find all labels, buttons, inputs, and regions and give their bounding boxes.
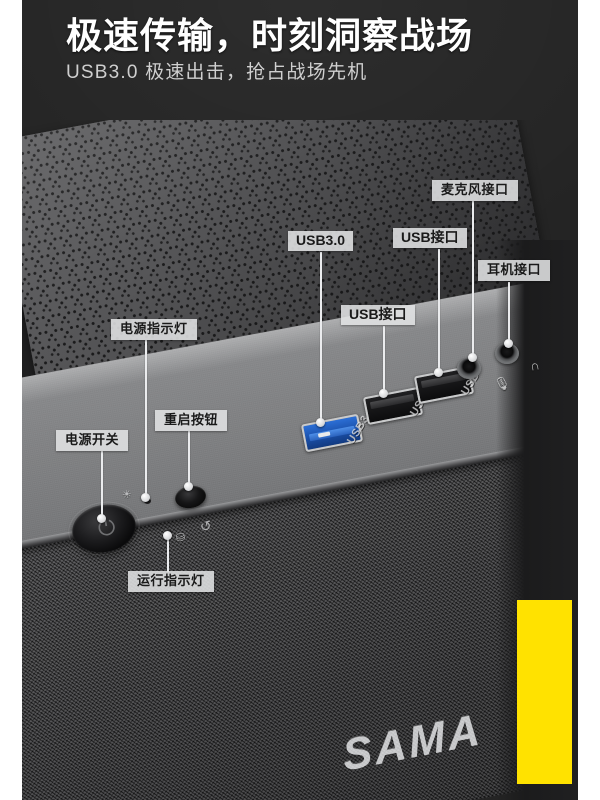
- leader-dot-mic-port: [468, 353, 477, 362]
- leader-dot-power-led: [141, 493, 150, 502]
- leader-dot-usb-port-top: [434, 368, 443, 377]
- leader-dot-usb3-port: [316, 418, 325, 427]
- microphone-icon: 🎙: [492, 374, 512, 393]
- callout-activity-led: 运行指示灯: [128, 571, 214, 592]
- page-title: 极速传输，时刻洞察战场: [66, 15, 474, 56]
- leader-dot-power-switch: [97, 514, 106, 523]
- leader-line-activity-led: [167, 536, 169, 572]
- leader-line-usb-port-mid: [383, 326, 385, 396]
- leader-dot-activity-led: [163, 531, 172, 540]
- leader-dot-reset-button: [184, 482, 193, 491]
- callout-power-led: 电源指示灯: [111, 319, 197, 340]
- leader-line-usb3-port: [320, 252, 322, 422]
- yellow-accent-block: [517, 600, 572, 784]
- callout-usb3-port: USB3.0: [288, 231, 354, 251]
- leader-line-usb-port-top: [438, 249, 440, 374]
- callout-headphone-port: 耳机接口: [478, 260, 551, 281]
- leader-dot-usb-port-mid: [379, 389, 388, 398]
- leader-dot-headphone-port: [504, 339, 513, 348]
- page-subtitle: USB3.0 极速出击，抢占战场先机: [66, 62, 368, 83]
- microphone-jack[interactable]: [457, 358, 481, 379]
- callout-mic-port: 麦克风接口: [432, 180, 518, 201]
- leader-line-power-switch: [101, 451, 103, 519]
- power-led-icon: ☀: [121, 488, 134, 502]
- leader-line-mic-port: [472, 201, 474, 357]
- pc-case-photo: SAMA: [22, 120, 578, 800]
- callout-power-switch: 电源开关: [56, 430, 129, 451]
- callout-usb-port-mid: USB接口: [341, 305, 415, 325]
- leader-line-headphone-port: [508, 282, 510, 344]
- leader-line-power-led: [145, 340, 147, 498]
- usb-port-middle-tongue: [369, 393, 415, 410]
- leader-line-reset-button: [188, 431, 190, 487]
- usb-port-top-tongue: [420, 372, 466, 389]
- headphone-jack[interactable]: [495, 343, 519, 364]
- callout-usb-port-top: USB接口: [393, 228, 467, 248]
- callout-reset-button: 重启按钮: [155, 410, 228, 431]
- header: 极速传输，时刻洞察战场 USB3.0 极速出击，抢占战场先机: [22, 0, 578, 120]
